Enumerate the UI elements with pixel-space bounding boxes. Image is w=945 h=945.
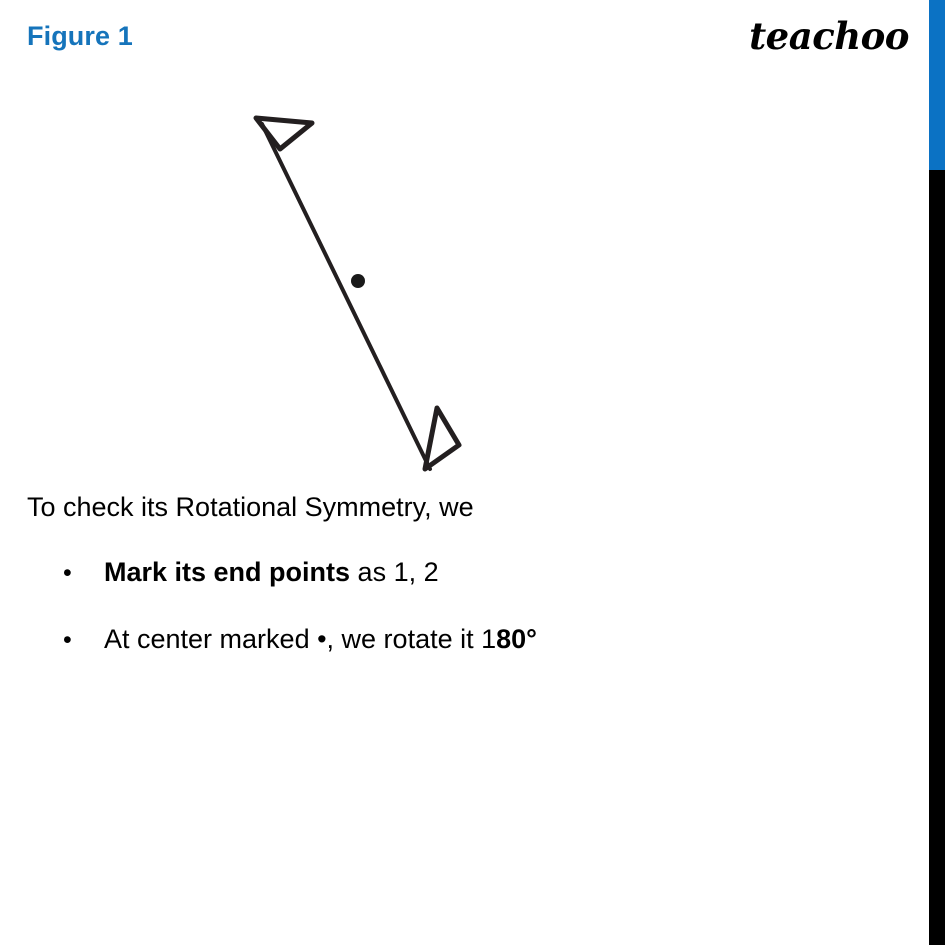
diagram-svg — [253, 115, 462, 472]
line-segment-diagram — [230, 95, 500, 495]
teachoo-logo: teachoo — [749, 14, 909, 58]
arrowhead-top-icon — [253, 115, 315, 152]
bullet-1-rest-text: as 1, 2 — [350, 557, 439, 587]
arrowhead-bottom-icon — [422, 405, 462, 472]
list-item: • At center marked •, we rotate it 180° — [63, 624, 537, 655]
bullet-1-text: Mark its end points as 1, 2 — [104, 557, 439, 588]
bullet-marker-icon: • — [63, 559, 72, 587]
bullet-marker-icon: • — [63, 626, 72, 654]
bullet-2-text: At center marked •, we rotate it 180° — [104, 624, 537, 655]
segment-line — [260, 122, 432, 471]
intro-text: To check its Rotational Symmetry, we — [27, 492, 474, 522]
right-edge-black-bar — [929, 170, 945, 945]
list-item: • Mark its end points as 1, 2 — [63, 557, 439, 588]
right-edge-blue-bar — [929, 0, 945, 170]
center-point-dot-icon — [351, 274, 365, 288]
bullet-2-lead-text: At center marked •, we rotate it 1 — [104, 624, 497, 654]
page-title: Figure 1 — [27, 21, 133, 51]
bullet-1-bold-text: Mark its end points — [104, 557, 351, 587]
bullet-2-bold-text: 80° — [496, 624, 537, 654]
